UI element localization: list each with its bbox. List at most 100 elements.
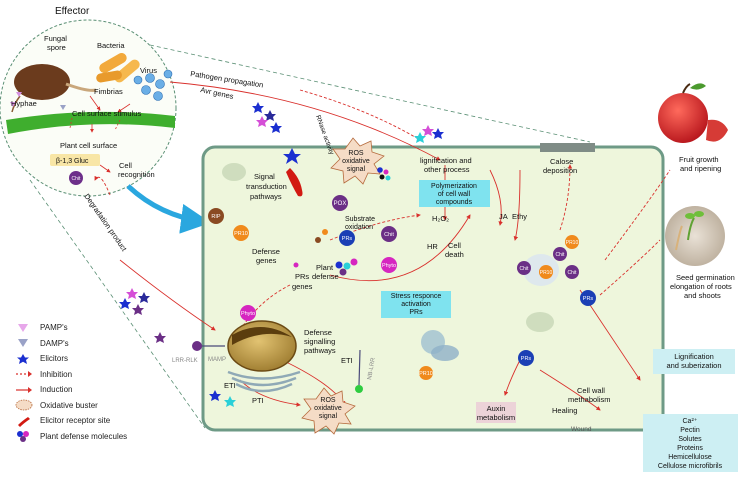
wall-box-1: Ca²⁺ bbox=[683, 418, 698, 425]
fungal-spore-label-1: Fungal bbox=[44, 34, 67, 43]
eti-label-2: ETI bbox=[224, 381, 236, 390]
stress-response-box bbox=[381, 291, 451, 318]
elicitor-stars-top bbox=[119, 102, 444, 407]
legend-label: Oxidative buster bbox=[40, 400, 98, 410]
elicitor-star-icon bbox=[17, 353, 29, 364]
defense-signalling-2: signalling bbox=[304, 337, 335, 346]
chit-circle bbox=[69, 171, 83, 185]
prs-label-1: PRs bbox=[342, 236, 353, 242]
fruit-growth-2: and ripening bbox=[680, 164, 721, 173]
legend-label: DAMP's bbox=[40, 338, 69, 348]
oxidative-buster-icon bbox=[15, 399, 33, 411]
wall-box-5: Hemicellulose bbox=[668, 454, 712, 461]
legend-item: Inhibition bbox=[14, 367, 154, 383]
effector-title: Effector bbox=[55, 6, 90, 17]
cell-wall-meta-2: methabolism bbox=[568, 395, 611, 404]
calose-2: deposition bbox=[543, 166, 577, 175]
chit-label-2: Chit bbox=[556, 252, 566, 258]
cell-recognition-label-1: Cell bbox=[119, 161, 132, 170]
ros-burst-bottom bbox=[301, 387, 356, 435]
ros-top-2: oxidative bbox=[342, 158, 370, 165]
legend-item: DAMP's bbox=[14, 336, 154, 352]
pox-label: POX bbox=[334, 201, 347, 207]
pr10-label-4: PR10 bbox=[540, 270, 553, 276]
mamp-label: MAMP bbox=[208, 357, 226, 363]
wall-box-6: Cellulose microfibrils bbox=[658, 463, 723, 470]
nb-lrr-label: NB-LRR bbox=[367, 357, 377, 381]
wall-box-3: Solutes bbox=[678, 436, 702, 443]
fimbrias-label: Fimbrias bbox=[94, 87, 123, 96]
chit-label-inset: Chit bbox=[72, 176, 82, 182]
stress-box-2: activation bbox=[401, 301, 431, 308]
virus-icon bbox=[133, 69, 173, 101]
elicitor-receptor-site bbox=[286, 168, 303, 197]
prs-label-3: PRs bbox=[521, 356, 532, 362]
effector-inset bbox=[0, 19, 591, 429]
seedling-icon bbox=[665, 206, 725, 266]
bacteria-label: Bacteria bbox=[97, 41, 125, 50]
lignification-box-1: Lignification bbox=[674, 352, 714, 361]
pamp-triangle-icon bbox=[18, 323, 28, 332]
phyto-label-1: Phyto bbox=[382, 263, 396, 269]
bacteria-icon bbox=[96, 53, 140, 83]
cell-recognition-label-2: recognition bbox=[118, 170, 155, 179]
fungal-spore-icon bbox=[14, 64, 70, 100]
chit-label-4: Chit bbox=[520, 266, 530, 272]
stress-box-3: PRs bbox=[409, 309, 423, 316]
cell-death-1: Cell bbox=[448, 241, 461, 250]
zoom-arrow bbox=[126, 184, 211, 234]
wall-box-2: Pectin bbox=[680, 427, 700, 434]
defense-genes-2: genes bbox=[256, 256, 277, 265]
auxin-2: metabolism bbox=[477, 413, 515, 422]
legend-item: PAMP's bbox=[14, 320, 154, 336]
polymerization-1: Polymerization bbox=[431, 183, 477, 190]
seed-germination-2: elongation of roots bbox=[670, 282, 732, 291]
lignification-box bbox=[653, 349, 735, 374]
ros-top-1: ROS bbox=[348, 150, 364, 157]
h2o2-label: H₂O₂ bbox=[432, 214, 449, 223]
polymerization-box bbox=[419, 180, 490, 207]
signal-transduction-1: Signal bbox=[254, 172, 275, 181]
cell-surface-stimulus-label: Cell surface stimulus bbox=[72, 109, 141, 118]
signal-transduction-2: transduction bbox=[246, 182, 287, 191]
pti-label: PTI bbox=[252, 396, 264, 405]
polymerization-2: of cell wall bbox=[438, 191, 471, 198]
lrr-rlk-receptor bbox=[192, 341, 202, 351]
legend-label: Elicitor receptor site bbox=[40, 416, 111, 426]
defense-molecules-icon bbox=[17, 431, 29, 443]
lrr-rlk-label: LRR-RLK bbox=[172, 358, 198, 364]
legend: PAMP's DAMP's Elicitors Inhibition Induc… bbox=[14, 320, 154, 444]
auxin-1: Auxin bbox=[487, 404, 506, 413]
prs-genes-1: PRs bbox=[295, 272, 309, 281]
substrate-oxidation-1: Substrate bbox=[345, 216, 375, 223]
legend-item: Oxidative buster bbox=[14, 398, 154, 414]
healing-label: Healing bbox=[552, 406, 577, 415]
hr-label: HR bbox=[427, 242, 438, 251]
defense-signalling-1: Defense bbox=[304, 328, 332, 337]
substrate-oxidation-2: oxidation bbox=[345, 224, 373, 231]
prs-label-2: PRs bbox=[583, 296, 594, 302]
beta-gluc-label: β-1,3 Gluc bbox=[56, 158, 89, 165]
defense-genes-1: Defense bbox=[252, 247, 280, 256]
lignification-2: other process bbox=[424, 165, 470, 174]
nucleus-organelle bbox=[227, 320, 301, 393]
calose-deposit-bar bbox=[540, 143, 595, 152]
stress-box-1: Stress responce bbox=[391, 293, 442, 300]
legend-item: Induction bbox=[14, 382, 154, 398]
seed-germination-3: and shoots bbox=[684, 291, 721, 300]
legend-item: Elicitors bbox=[14, 351, 154, 367]
ros-bottom-3: signal bbox=[319, 413, 338, 420]
prs-genes-2: genes bbox=[292, 282, 313, 291]
pr10-label-1: PR10 bbox=[234, 231, 248, 237]
eti-label-1: ETI bbox=[341, 356, 353, 365]
plant-defense-2: defense bbox=[312, 272, 339, 281]
plant-defense-1: Plant bbox=[316, 263, 334, 272]
elicitor-receptor-icon bbox=[18, 416, 30, 427]
fruit-growth-1: Fruit growth bbox=[679, 155, 719, 164]
induction-arrows bbox=[94, 81, 671, 411]
ja-label: JA bbox=[499, 212, 508, 221]
wound-label: Wound bbox=[571, 426, 592, 433]
legend-label: PAMP's bbox=[40, 323, 68, 333]
seed-germination-1: Seed germination bbox=[676, 273, 735, 282]
